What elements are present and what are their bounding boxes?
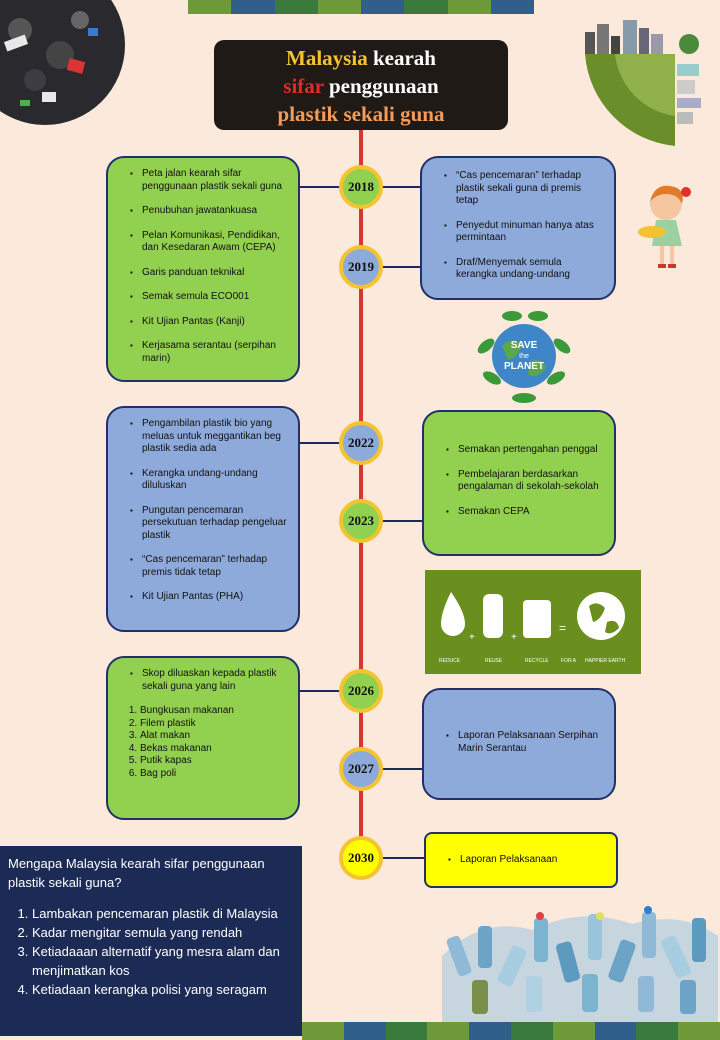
why-panel: Mengapa Malaysia kearah sifar penggunaan… [0, 846, 302, 1036]
bottom-color-bar [302, 1022, 720, 1040]
planet-label: PLANET [504, 361, 544, 372]
list-item: Bungkusan makanan [140, 705, 290, 718]
title-plastik: plastik sekali guna [277, 102, 445, 126]
year-2023: 2023 [339, 499, 383, 543]
list-item: Kit Ujian Pantas (Kanji) [130, 316, 288, 329]
milestone-list: Semakan pertengahan penggal Pembelajaran… [440, 444, 606, 518]
list-item: Garis panduan teknikal [130, 267, 288, 280]
list-item: Alat makan [140, 730, 290, 743]
title-malaysia: Malaysia [286, 46, 368, 70]
list-item: Draf/Menyemak semula kerangka undang-und… [444, 257, 604, 282]
connector [298, 442, 340, 444]
list-item: Kerjasama serantau (serpihan marin) [130, 340, 288, 365]
milestones-2026-left: Skop diluaskan kepada plastik sekali gun… [106, 656, 300, 820]
save-the-planet-image: SAVE the PLANET [477, 311, 571, 403]
milestone-list: Laporan Pelaksanaan [442, 854, 608, 867]
title-sifar: sifar [283, 74, 324, 98]
milestones-2018-left: Peta jalan kearah sifar penggunaan plast… [106, 156, 300, 382]
list-item: Semakan CEPA [446, 506, 606, 519]
milestones-2022-left: Pengambilan plastik bio yang meluas untu… [106, 406, 300, 632]
green-city-image [585, 20, 701, 146]
milestones-2027-right: Laporan Pelaksanaan Serpihan Marin Seran… [422, 688, 616, 800]
the-label: the [519, 353, 529, 360]
list-item: Penyedut minuman hanya atas permintaan [444, 220, 604, 245]
connector [382, 768, 424, 770]
plastic-types-list: Bungkusan makanan Filem plastik Alat mak… [108, 705, 290, 780]
list-item: Pelan Komunikasi, Pendidikan, dan Keseda… [130, 230, 288, 255]
year-2018: 2018 [339, 165, 383, 209]
year-2030: 2030 [339, 836, 383, 880]
girl-illustration [638, 185, 691, 268]
list-item: Kerangka undang-undang diluluskan [130, 468, 288, 493]
list-item: Lambakan pencemaran plastik di Malaysia [32, 904, 294, 923]
list-item: Ketiadaan kerangka polisi yang seragam [32, 980, 294, 999]
connector [298, 186, 340, 188]
milestone-list: Peta jalan kearah sifar penggunaan plast… [124, 168, 288, 365]
list-item: Filem plastik [140, 718, 290, 731]
list-item: Laporan Pelaksanaan [448, 854, 608, 867]
year-2022: 2022 [339, 421, 383, 465]
svg-text:=: = [559, 621, 566, 635]
milestones-2023-right: Semakan pertengahan penggal Pembelajaran… [422, 410, 616, 556]
title-penggunaan: penggunaan [328, 74, 439, 98]
milestone-list: Pengambilan plastik bio yang meluas untu… [124, 418, 288, 604]
list-item: Bekas makanan [140, 743, 290, 756]
list-item: Kit Ujian Pantas (PHA) [130, 591, 288, 604]
list-item: Putik kapas [140, 755, 290, 768]
reasons-list: Lambakan pencemaran plastik di Malaysia … [8, 904, 294, 999]
list-item: Kadar mengitar semula yang rendah [32, 923, 294, 942]
connector [382, 520, 424, 522]
plastic-bottles-image [442, 906, 718, 1022]
list-item: “Cas pencemaran” terhadap plastik sekali… [444, 170, 604, 208]
milestone-list: “Cas pencemaran” terhadap plastik sekali… [438, 170, 604, 282]
title-kearah: kearah [372, 46, 436, 70]
svg-text:+: + [511, 632, 517, 643]
save-label: SAVE [511, 340, 538, 351]
happier-earth-label: HAPPIER EARTH [585, 658, 626, 664]
connector [382, 857, 424, 859]
top-color-bar [188, 0, 534, 14]
list-item: Peta jalan kearah sifar penggunaan plast… [130, 168, 288, 193]
why-question: Mengapa Malaysia kearah sifar penggunaan… [8, 856, 265, 890]
list-item: Semak semula ECO001 [130, 291, 288, 304]
reuse-label: REUSE [485, 658, 503, 664]
list-item: Semakan pertengahan penggal [446, 444, 606, 457]
list-item: “Cas pencemaran” terhadap premis tidak t… [130, 554, 288, 579]
recycle-graphic: + + = REDUCE REUSE RECYCLE FOR A HAPPIER… [425, 570, 641, 674]
list-item: Laporan Pelaksanaan Serpihan Marin Seran… [446, 730, 606, 755]
year-2027: 2027 [339, 747, 383, 791]
list-item: Pengambilan plastik bio yang meluas untu… [130, 418, 288, 456]
connector [298, 690, 340, 692]
timeline-spine [359, 130, 363, 850]
list-item: Bag poli [140, 768, 290, 781]
plastic-waste-image [0, 0, 125, 125]
list-item: Pungutan pencemaran persekutuan terhadap… [130, 505, 288, 543]
list-item: Skop diluaskan kepada plastik sekali gun… [130, 668, 290, 693]
list-item: Penubuhan jawatankuasa [130, 205, 288, 218]
reduce-label: REDUCE [439, 658, 461, 664]
milestones-2019-right: “Cas pencemaran” terhadap plastik sekali… [420, 156, 616, 300]
svg-text:+: + [469, 632, 475, 643]
year-2026: 2026 [339, 669, 383, 713]
connector [382, 186, 422, 188]
milestone-list: Skop diluaskan kepada plastik sekali gun… [124, 668, 290, 693]
for-a-label: FOR A [561, 658, 577, 664]
year-2019: 2019 [339, 245, 383, 289]
page-title: Malaysia kearah sifar penggunaan plastik… [214, 40, 508, 130]
list-item: Pembelajaran berdasarkan pengalaman di s… [446, 469, 606, 494]
list-item: Ketiadaaan alternatif yang mesra alam da… [32, 942, 294, 980]
connector [382, 266, 422, 268]
milestone-list: Laporan Pelaksanaan Serpihan Marin Seran… [440, 730, 606, 755]
milestones-2030-right: Laporan Pelaksanaan [424, 832, 618, 888]
recycle-label: RECYCLE [525, 658, 549, 664]
